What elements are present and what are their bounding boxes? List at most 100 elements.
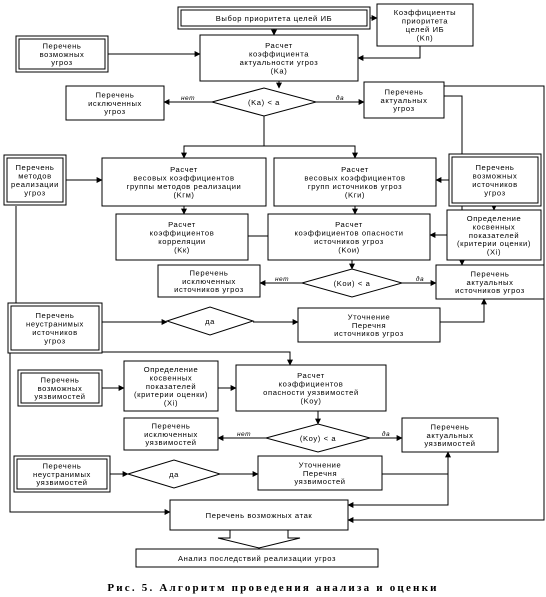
edge-label-no: нет (237, 431, 251, 438)
node-frame (297, 307, 441, 343)
edge-label-yes: да (382, 430, 390, 438)
node-text: Расчет (297, 371, 325, 380)
node-text: Определение (144, 365, 199, 374)
edge-label-no: нет (181, 95, 195, 102)
node-d1: (Kа) < а (210, 87, 318, 117)
node-text: Расчет (335, 220, 363, 229)
node-text: (Kк) (174, 245, 190, 254)
node-d3: да (165, 306, 255, 336)
node-text: Перечень (384, 87, 423, 96)
node-frame (401, 417, 499, 453)
node-frame (123, 417, 219, 451)
node-frame (3, 154, 67, 206)
node-text: Перечень (35, 311, 74, 320)
node-text: (Xi) (487, 248, 501, 257)
node-text: (Kоу) (300, 396, 321, 405)
connector-line (440, 298, 487, 323)
node-text: актуальности угроз (240, 58, 319, 67)
node-text: Выбор приоритета целей ИБ (216, 14, 332, 23)
node-text: источников угроз (455, 286, 525, 295)
node-text: косвенных (150, 373, 193, 382)
connector-line (357, 46, 421, 61)
node-text: угроз (484, 188, 505, 197)
node-text: Перечень (475, 163, 514, 172)
decision-diamond (300, 268, 404, 298)
node-text: Перечень (151, 421, 190, 430)
node-n26: Анализ последствий реализации угроз (135, 548, 379, 568)
node-frame (235, 364, 387, 412)
connector-line (347, 85, 545, 523)
node-text: весовых коэффициентов (304, 174, 405, 183)
node-n1: Выбор приоритета целей ИБ (177, 6, 371, 30)
node-text: Перечень (430, 422, 469, 431)
node-text: (Kги) (345, 190, 365, 199)
node-text: опасности уязвимостей (263, 388, 359, 397)
node-text: показателей (146, 382, 196, 391)
node-text: реализации (11, 180, 59, 189)
node-frame (257, 455, 383, 491)
node-text: угроз (51, 58, 72, 67)
node-text: угроз (393, 104, 414, 113)
node-frame (435, 264, 545, 300)
node-frame (177, 6, 371, 30)
connector-line (382, 451, 451, 475)
connector-line (181, 116, 265, 159)
node-text: показателей (469, 231, 519, 240)
node-text: косвенных (473, 222, 516, 231)
node-inner-frame (10, 305, 100, 351)
node-text: источников угроз (334, 329, 404, 338)
node-text: (Kои) (338, 245, 360, 254)
node-frame (199, 34, 359, 82)
node-text: коэффициентов опасности (294, 229, 403, 238)
edge-label-yes: да (336, 94, 344, 102)
node-frame (267, 213, 431, 261)
node-text: Перечень (40, 375, 79, 384)
node-text: возможных (38, 384, 83, 393)
connector-line (15, 206, 293, 366)
node-n19: Определениекосвенныхпоказателей(критерии… (123, 360, 219, 412)
node-text: Перечень возможных атак (206, 511, 313, 520)
node-text: актуальных (427, 431, 474, 440)
node-text: Расчет (168, 220, 196, 229)
connector-line (9, 353, 171, 515)
node-text: Уточнение (299, 460, 342, 469)
node-text: исключенных (144, 430, 198, 439)
connector-line (264, 145, 358, 159)
node-frame (13, 455, 111, 493)
nodes: Выбор приоритета целей ИБ Коэффициентыпри… (3, 3, 545, 568)
node-text: Перечень (42, 41, 81, 50)
node-text: Перечня (303, 469, 337, 478)
node-text: Перечня (352, 321, 386, 330)
decision-diamond (210, 87, 318, 117)
node-text: возможных (40, 50, 85, 59)
node-text: да (205, 317, 215, 326)
node-text: целей ИБ (406, 25, 444, 34)
node-frame (135, 548, 379, 568)
node-text: уязвимостей (424, 439, 475, 448)
node-text: актуальных (381, 96, 428, 105)
node-text: Расчет (265, 41, 293, 50)
node-inner-frame (180, 9, 368, 27)
node-inner-frame (6, 157, 64, 203)
node-text: Перечень (189, 268, 228, 277)
node-d5: да (126, 459, 222, 489)
node-text: коэффициентов (150, 229, 215, 238)
node-text: неустранимых (26, 320, 84, 329)
connectors (9, 15, 545, 550)
node-text: Перечень (95, 90, 134, 99)
node-text: исключенных (88, 99, 142, 108)
node-text: (Kа) < а (248, 98, 280, 107)
node-text: источников (32, 328, 78, 337)
